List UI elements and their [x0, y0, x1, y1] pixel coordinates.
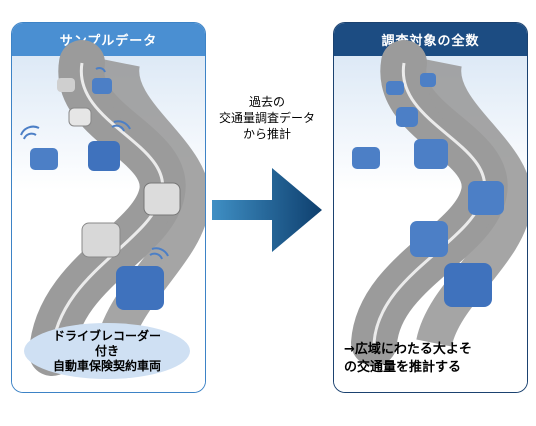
blue-car — [352, 147, 380, 169]
right-road-illustration — [351, 40, 527, 366]
gray-car — [143, 182, 181, 216]
left-road-illustration — [20, 40, 205, 376]
caption-line: の交通量を推計する — [344, 360, 462, 375]
method-line: 交通量調査データ — [218, 111, 315, 125]
blue-car — [410, 221, 448, 257]
method-line: 過去の — [248, 95, 285, 109]
sample-data-caption: ドライブレコーダー 付き 自動車保険契約車両 — [24, 323, 190, 379]
full-population-caption: →広域にわたる大よそ の交通量を推計する — [344, 341, 524, 377]
caption-line: ドライブレコーダー — [52, 328, 161, 343]
caption-line: 自動車保険契約車両 — [52, 358, 161, 373]
blue-car — [88, 141, 120, 171]
blue-car — [92, 78, 112, 94]
right-arrow-icon — [212, 168, 322, 252]
estimation-method-label: 過去の 交通量調査データ から推計 — [207, 94, 327, 142]
blue-car — [396, 107, 418, 127]
blue-car — [420, 73, 436, 87]
gray-car — [81, 222, 121, 258]
gray-car — [68, 107, 92, 127]
method-line: から推計 — [242, 127, 291, 141]
sample-data-panel: サンプルデータ ドライブレコーダー 付き 自動車保険契約車両 — [11, 22, 206, 393]
blue-car — [468, 181, 504, 215]
blue-car — [386, 81, 404, 95]
blue-car — [116, 266, 164, 310]
signal-icon — [20, 66, 169, 260]
gray-car — [57, 78, 75, 92]
blue-car — [414, 139, 448, 169]
full-population-panel: 調査対象の全数 →広域にわたる大よそ の交通量を推計する — [333, 22, 528, 393]
caption-line: →広域にわたる大よそ — [344, 342, 472, 357]
blue-car — [444, 263, 492, 307]
blue-car — [30, 148, 58, 170]
caption-line: 付き — [94, 343, 119, 358]
